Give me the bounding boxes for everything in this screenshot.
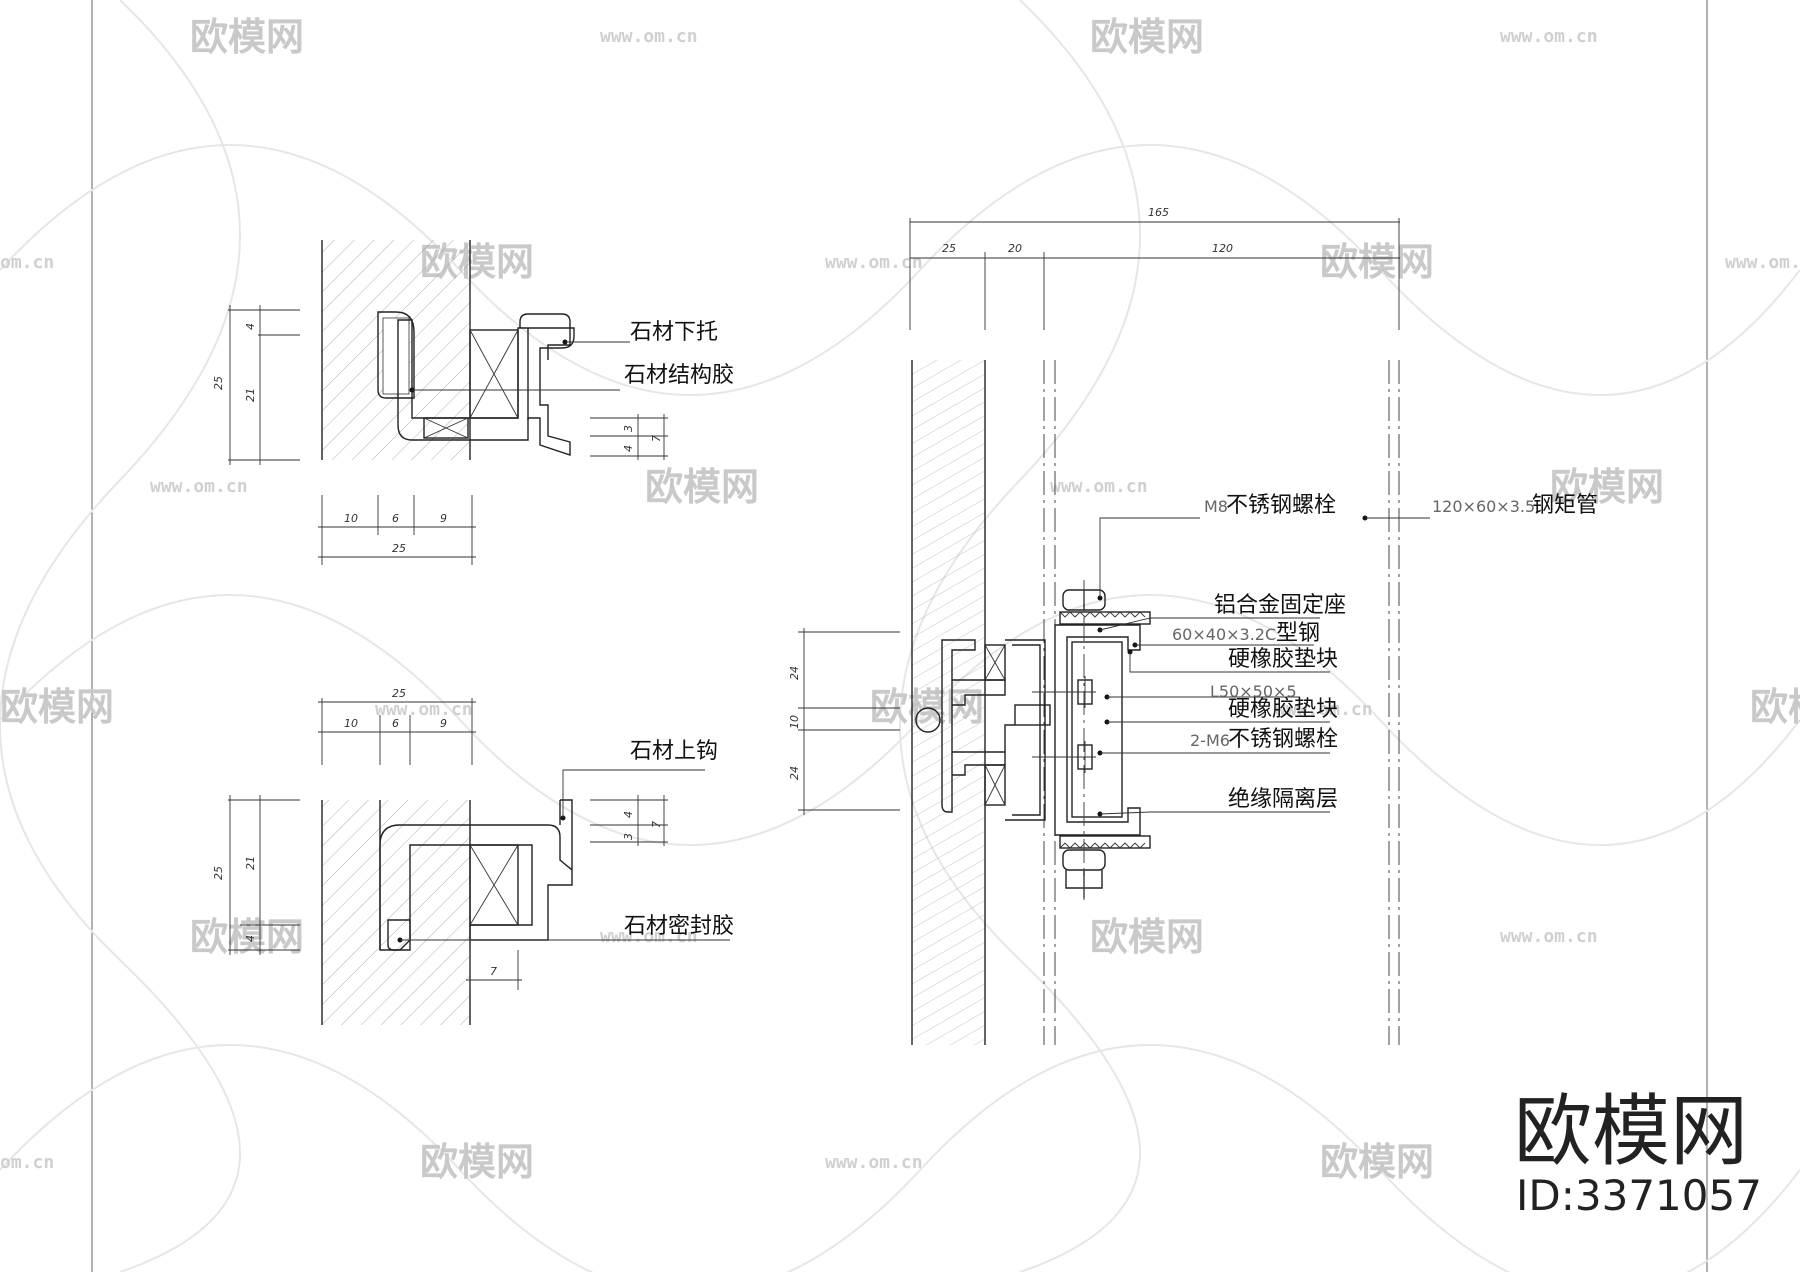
watermark-url-4: www.om.cn — [1725, 252, 1800, 273]
watermark-brand-2: 欧模网 — [1090, 15, 1204, 59]
label-channel-spec: 60×40×3.2C — [1172, 625, 1276, 644]
watermark-brand-9: 欧模网 — [1750, 685, 1800, 729]
watermark-url-5: www.om.cn — [150, 476, 248, 497]
svg-text:20: 20 — [1008, 242, 1022, 255]
label-channel: 型钢 — [1276, 621, 1320, 646]
stone-slab-hatch-2 — [322, 800, 470, 1025]
svg-text:25: 25 — [212, 866, 225, 880]
detail-section: 165 25 20 120 — [788, 206, 1598, 1045]
svg-text:10: 10 — [344, 512, 358, 525]
watermark-brand-12: 欧模网 — [420, 1140, 534, 1184]
svg-text:21: 21 — [244, 856, 257, 870]
svg-text:10: 10 — [344, 717, 358, 730]
label-tube-spec: 120×60×3.5 — [1432, 497, 1535, 516]
svg-text:4: 4 — [622, 811, 635, 818]
svg-text:4: 4 — [244, 323, 257, 330]
label-m8-prefix: M8 — [1204, 497, 1228, 516]
svg-text:7: 7 — [490, 965, 497, 978]
label-structural-glue: 石材结构胶 — [624, 363, 734, 388]
svg-text:3: 3 — [622, 833, 635, 840]
rubber-block-2 — [469, 844, 519, 926]
model-id-label: ID:3371057 — [1516, 1171, 1762, 1220]
bracket-profile — [397, 319, 575, 456]
label-rubber-pad-1: 硬橡胶垫块 — [1228, 647, 1338, 672]
label-bottom-bracket: 石材下托 — [630, 320, 718, 345]
svg-text:9: 9 — [440, 717, 447, 730]
label-m8-bolt: 不锈钢螺栓 — [1226, 493, 1336, 518]
watermark-brand-5: 欧模网 — [645, 465, 759, 509]
label-rubber-pad-2: 硬橡胶垫块 — [1228, 697, 1338, 722]
watermark-brand-6: 欧模网 — [1550, 465, 1664, 509]
label-m6-prefix: 2-M6 — [1190, 731, 1230, 750]
svg-text:25: 25 — [392, 542, 406, 555]
label-alu-seat: 铝合金固定座 — [1214, 593, 1346, 618]
label-angle-spec: L50×50×5 — [1210, 682, 1297, 701]
svg-text:6: 6 — [392, 717, 399, 730]
watermark-brand-1: 欧模网 — [190, 15, 304, 59]
detail-bottom-bracket: 石材下托 石材结构胶 25 4 21 3 4 7 10 6 9 25 — [212, 240, 734, 565]
svg-text:25: 25 — [392, 687, 406, 700]
svg-text:3: 3 — [622, 425, 635, 432]
svg-text:7: 7 — [650, 821, 663, 828]
watermark-url-1: www.om.cn — [600, 26, 698, 47]
watermark-brand-7: 欧模网 — [0, 685, 114, 729]
watermark-url-3: www.om.cn — [825, 252, 923, 273]
watermark-url-10: www.om.cn — [1500, 926, 1598, 947]
svg-text:4: 4 — [244, 935, 257, 942]
structural-glue-fill — [382, 317, 410, 395]
watermark-brand-4: 欧模网 — [1320, 240, 1434, 284]
sealant-joint — [915, 707, 941, 733]
watermark-brand-10: 欧模网 — [190, 915, 304, 959]
svg-text:24: 24 — [788, 766, 801, 780]
watermark-url-9: www.om.cn — [600, 926, 698, 947]
c-channel — [1054, 624, 1141, 836]
brand-logo-text: 欧模网 — [1514, 1087, 1748, 1177]
watermark-url-11: www.om.cn — [825, 1152, 923, 1173]
svg-text:25: 25 — [942, 242, 956, 255]
watermark-url-6: www.om.cn — [1050, 476, 1148, 497]
label-insulation: 绝缘隔离层 — [1228, 787, 1338, 812]
watermark-url-12: om.cn — [0, 252, 54, 273]
svg-text:10: 10 — [788, 715, 801, 729]
detail-top-hook: 石材上钩 石材密封胶 25 10 6 9 25 21 4 4 3 7 — [212, 687, 734, 1025]
svg-text:7: 7 — [650, 435, 663, 442]
watermark-brand-11: 欧模网 — [1090, 915, 1204, 959]
label-top-hook: 石材上钩 — [630, 739, 718, 764]
label-steel-tube: 钢矩管 — [1532, 493, 1598, 518]
svg-text:4: 4 — [622, 445, 635, 452]
sealant-fill — [387, 919, 411, 951]
svg-text:6: 6 — [392, 512, 399, 525]
label-m6-bolt: 不锈钢螺栓 — [1228, 727, 1338, 752]
watermark-url-8: www.om.cn — [1275, 699, 1373, 720]
watermark-url-13: om.cn — [0, 1152, 54, 1173]
label-sealant: 石材密封胶 — [624, 914, 734, 939]
rubber-block — [469, 329, 519, 419]
glue-slot — [377, 311, 415, 399]
watermark-url-2: www.om.cn — [1500, 26, 1598, 47]
svg-text:24: 24 — [788, 666, 801, 680]
svg-text:21: 21 — [244, 388, 257, 402]
svg-text:25: 25 — [212, 376, 225, 390]
watermark-brand-13: 欧模网 — [1320, 1140, 1434, 1184]
svg-text:9: 9 — [440, 512, 447, 525]
watermark-url-7: www.om.cn — [375, 699, 473, 720]
svg-text:120: 120 — [1212, 242, 1233, 255]
svg-text:165: 165 — [1148, 206, 1169, 219]
stone-panel-hatch — [912, 360, 985, 1045]
